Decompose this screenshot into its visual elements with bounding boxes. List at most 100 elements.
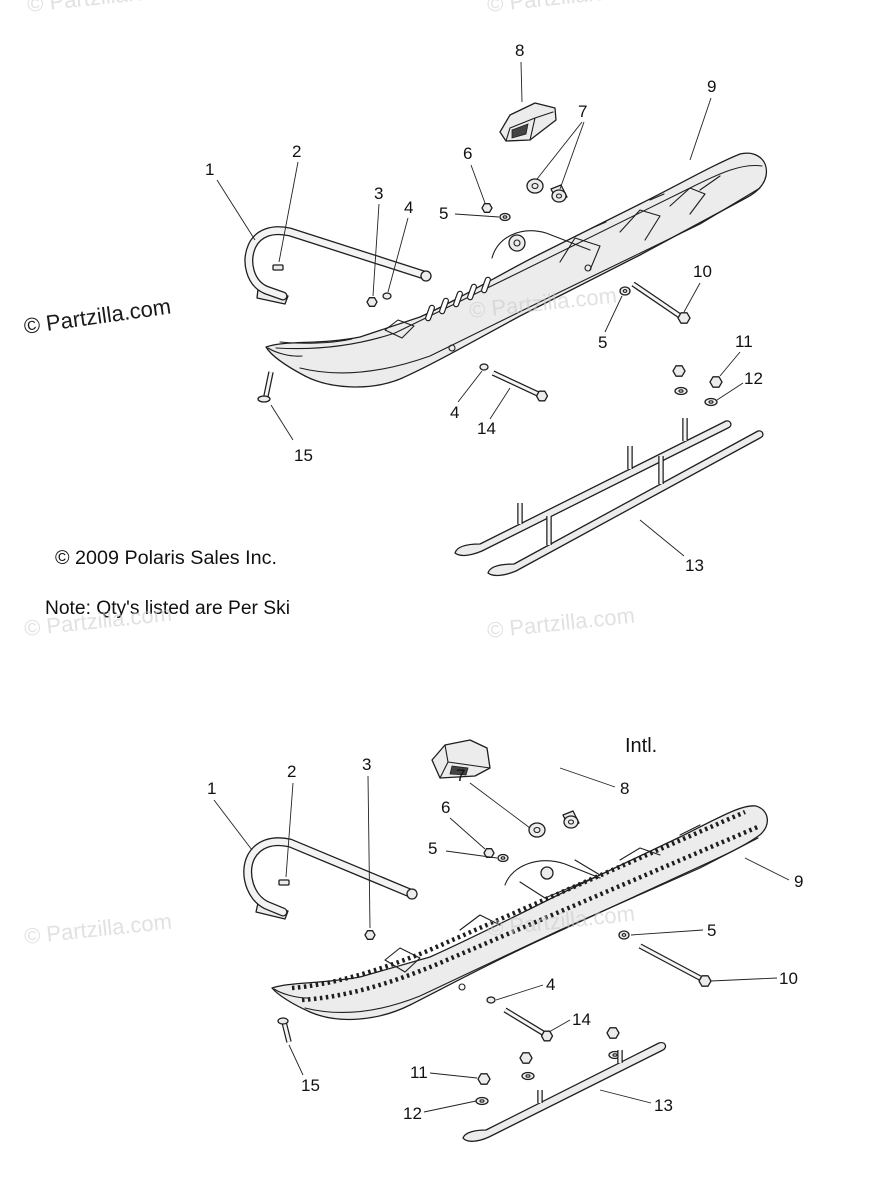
intl-label: Intl. [625, 735, 657, 757]
handle-end-cap [420, 270, 432, 282]
nut [483, 848, 495, 858]
callout-12: 12 [744, 369, 763, 388]
washer [382, 292, 392, 300]
callout-7: 7 [578, 102, 587, 121]
callout-5: 5 [439, 204, 448, 223]
ski-keel [304, 837, 759, 1013]
spindle-boss [540, 866, 554, 880]
wear-pad [431, 739, 491, 779]
watermark: © Partzilla.com [486, 603, 636, 643]
bushing [550, 184, 568, 203]
bushing [562, 810, 580, 829]
ski-slots [425, 276, 491, 322]
callout-15: 15 [294, 446, 313, 465]
copyright-text: © 2009 Polaris Sales Inc. [55, 548, 277, 569]
washer [486, 996, 496, 1004]
ski-front-hole [458, 983, 466, 991]
callout-9: 9 [707, 77, 716, 96]
bolt [277, 1017, 292, 1043]
callout-13: 13 [685, 556, 704, 575]
nut [519, 1052, 533, 1064]
bolt [503, 1007, 554, 1042]
callout-14: 14 [477, 419, 496, 438]
callout-3: 3 [362, 755, 371, 774]
callout-13: 13 [654, 1096, 673, 1115]
ski-handle [243, 837, 418, 920]
callout-10: 10 [693, 262, 712, 281]
callout-2: 2 [287, 762, 296, 781]
bolt [638, 943, 712, 987]
spindle-hole [513, 239, 521, 247]
callouts: 1 2 3 7 8 6 5 9 5 10 4 14 15 11 12 13 [207, 755, 803, 1123]
bolt [491, 370, 549, 402]
bushing [528, 822, 546, 838]
quantity-note: Note: Qty's listed are Per Ski [45, 598, 290, 619]
pin [278, 879, 290, 886]
spindle-boss [508, 234, 526, 252]
ski-teeth-inner [301, 823, 761, 1003]
ski-tip-curl [267, 338, 353, 357]
watermark: © Partzilla.com [23, 909, 173, 949]
nut [606, 1027, 620, 1039]
callout-4: 4 [546, 975, 555, 994]
carbide-runner [462, 1041, 667, 1142]
washer [475, 1096, 489, 1106]
spindle-mount [504, 860, 601, 886]
callout-5: 5 [428, 839, 437, 858]
callout-14: 14 [572, 1010, 591, 1029]
callout-3: 3 [374, 184, 383, 203]
nut [477, 1073, 491, 1085]
callout-9: 9 [794, 872, 803, 891]
callout-1: 1 [207, 779, 216, 798]
ski-outline [271, 805, 768, 1021]
callout-2: 2 [292, 142, 301, 161]
leader-lines [213, 767, 790, 1113]
nut [709, 376, 723, 388]
standard-ski-diagram: 1 2 3 4 5 6 7 8 9 10 11 12 5 4 14 15 13 [205, 41, 768, 577]
watermark: © Partzilla.com [486, 0, 636, 17]
ski-bolt-hole [584, 264, 592, 272]
bolt [257, 371, 274, 403]
callout-6: 6 [463, 144, 472, 163]
ski-front-hole [448, 344, 456, 352]
handle-end-cap [406, 888, 418, 900]
callout-8: 8 [515, 41, 524, 60]
nut [481, 203, 493, 213]
callouts: 1 2 3 4 5 6 7 8 9 10 11 12 5 4 14 15 13 [205, 41, 763, 575]
washer [521, 1071, 535, 1081]
callout-4: 4 [404, 198, 413, 217]
spindle-pocket [519, 859, 601, 899]
washer [499, 212, 511, 222]
intl-ski-diagram: Intl. [207, 735, 803, 1142]
washer [674, 386, 688, 396]
carbide-runner [454, 418, 732, 557]
callout-5: 5 [707, 921, 716, 940]
watermark: © Partzilla.com [22, 294, 172, 339]
callout-7: 7 [456, 766, 465, 785]
ski-ribs [459, 824, 701, 931]
washer [618, 930, 630, 940]
spindle-mount [491, 230, 591, 259]
washer [619, 286, 631, 296]
nut [672, 365, 686, 377]
ski-front-pocket [384, 319, 415, 339]
ski-body [265, 152, 768, 388]
ski-handle [244, 226, 432, 305]
ski-ribs [559, 175, 721, 271]
ski-front-pocket [384, 947, 421, 973]
callout-15: 15 [301, 1076, 320, 1095]
callout-12: 12 [403, 1104, 422, 1123]
washer [479, 363, 489, 371]
bolt [631, 281, 691, 324]
callout-8: 8 [620, 779, 629, 798]
nut [366, 297, 378, 307]
ski-tip-curl [273, 988, 309, 999]
leader-lines [216, 61, 744, 557]
washer [704, 397, 718, 407]
carbide-runner [487, 430, 764, 577]
watermark: © Partzilla.com [26, 0, 176, 17]
nut [364, 930, 376, 940]
callout-10: 10 [779, 969, 798, 988]
ski-top-rail [275, 164, 763, 350]
